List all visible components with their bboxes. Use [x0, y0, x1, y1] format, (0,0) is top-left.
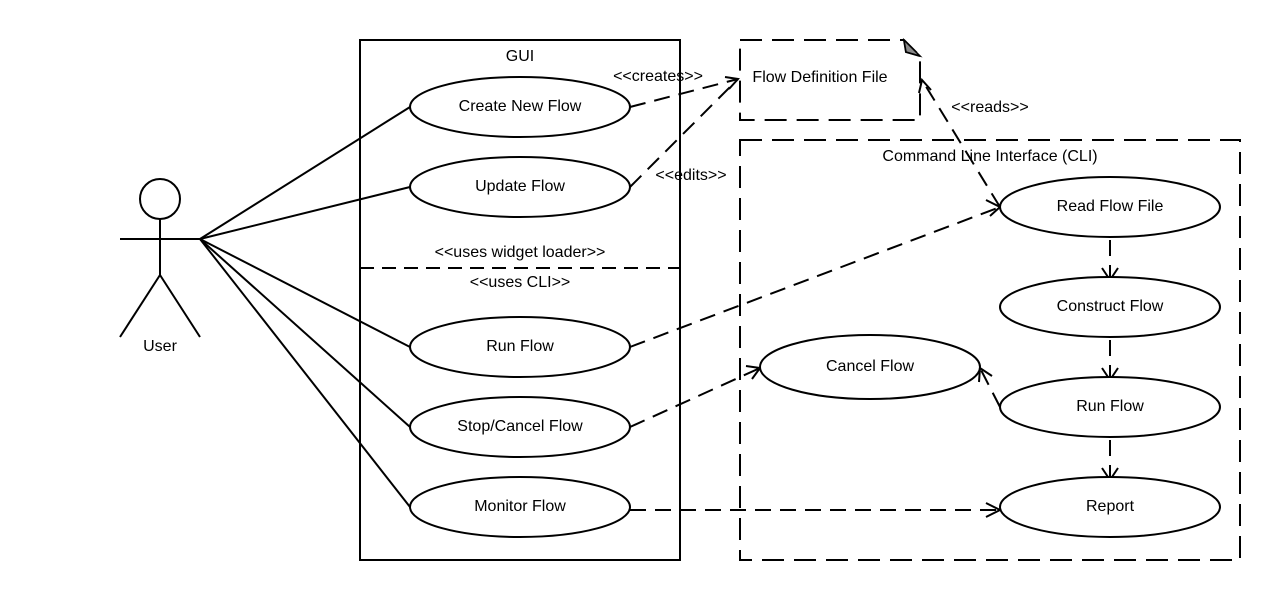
uc-cli-run-flow-label: Run Flow — [1076, 398, 1144, 415]
actor-associations — [199, 106, 411, 508]
relation-run-to-cancel — [979, 367, 1001, 408]
actor-figure — [119, 178, 201, 338]
uc-cli-run-flow — [999, 376, 1221, 438]
actor-label: User — [143, 338, 177, 355]
relation-creates-label: <<creates>> — [613, 68, 703, 85]
relation-run-to-read — [629, 206, 1001, 348]
uc-read-flow-file — [999, 176, 1221, 238]
uc-create-new-flow-label: Create New Flow — [458, 98, 582, 115]
cli-title: Command Line Interface (CLI) — [882, 148, 1098, 165]
relation-creates — [629, 78, 739, 108]
cli-boundary — [739, 139, 1241, 561]
artifact-label: Flow Definition File — [752, 69, 888, 86]
uc-update-flow — [409, 156, 631, 218]
uc-cancel-flow — [759, 334, 981, 400]
artifact-shape — [739, 39, 921, 121]
relation-reads-label: <<reads>> — [951, 99, 1029, 116]
uc-stop-cancel-flow-label: Stop/Cancel Flow — [457, 418, 583, 435]
gui-divider-top-label: <<uses widget loader>> — [434, 244, 606, 261]
gui-title: GUI — [505, 48, 535, 65]
gui-divider-bottom-label: <<uses CLI>> — [469, 274, 571, 291]
uc-monitor-flow — [409, 476, 631, 538]
uc-monitor-flow-label: Monitor Flow — [474, 498, 566, 515]
uc-run-flow-label: Run Flow — [486, 338, 554, 355]
uc-create-new-flow — [409, 76, 631, 138]
uc-construct-flow-label: Construct Flow — [1056, 298, 1164, 315]
uc-run-flow — [409, 316, 631, 378]
relation-edits — [629, 78, 739, 188]
uc-cancel-flow-label: Cancel Flow — [825, 358, 915, 375]
uc-read-flow-file-label: Read Flow File — [1056, 198, 1164, 215]
relation-edits-label: <<edits>> — [655, 167, 727, 184]
uc-update-flow-label: Update Flow — [475, 178, 565, 195]
uc-report-label: Report — [1085, 498, 1135, 515]
uc-stop-cancel-flow — [409, 396, 631, 458]
uc-construct-flow — [999, 276, 1221, 338]
uc-report — [999, 476, 1221, 538]
gui-boundary — [359, 39, 681, 561]
